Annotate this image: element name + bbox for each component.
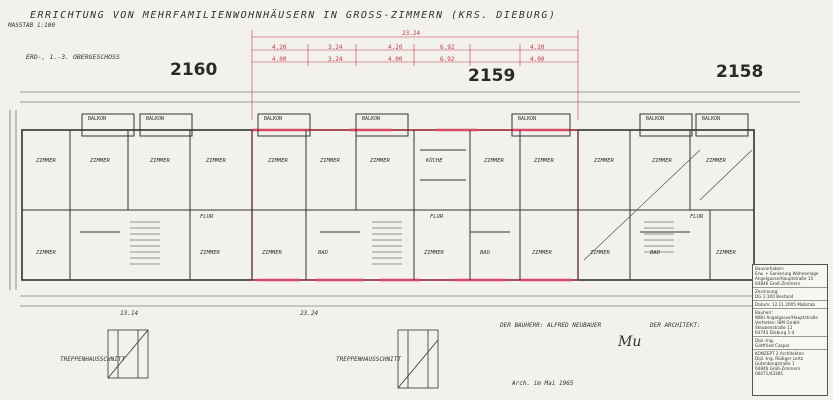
room-label: ZIMMER [36,158,56,164]
stamp-line: Dipl.-Ing. Rüdiger Lortz [755,356,804,361]
stamp-line: 64846 Groß-Zimmern [755,281,801,286]
room-label: ZIMMER [716,250,736,256]
stamp-line: 64846 Groß-Zimmern [755,366,801,371]
stair-section-caption-left: TREPPENHAUSSCHNITT [60,356,126,363]
stamp-line: DG 1:100 Bestand [755,294,794,299]
room-label: ZIMMER [268,158,288,164]
house-number-2160: 2160 [170,60,218,80]
dimension-seg-2: 3.24 [328,44,343,51]
balcony-label: BALKON [264,116,283,122]
dimension-seg-3: 4.20 [388,44,403,51]
balcony-label: BALKON [518,116,537,122]
stamp-line: 64743 Dieburg 1-4 [755,330,795,335]
room-label: BAD [650,250,660,256]
room-label: ZIMMER [320,158,340,164]
dimension-inner-1: 4.00 [272,56,287,63]
room-label: ZIMMER [150,158,170,164]
stamp-line: Bauherr: [755,310,774,315]
stamp-line: Steubenstraße 11 [755,325,793,330]
room-label: ZIMMER [534,158,554,164]
signature: Mu [618,334,642,350]
room-label: ZIMMER [370,158,390,164]
balcony-label: BALKON [362,116,381,122]
stamp-line: Zeichnung: [755,289,779,294]
room-label: FLUR [690,214,704,220]
balcony-label: BALKON [702,116,721,122]
room-label: BAD [318,250,328,256]
drawing-title: ERRICHTUNG VON MEHRFAMILIENWOHNHÄUSERN I… [30,10,557,21]
room-label: ZIMMER [262,250,282,256]
room-label: ZIMMER [484,158,504,164]
room-label: FLUR [200,214,214,220]
dimension-inner-2: 3.24 [328,56,343,63]
architect-note: DER ARCHITEKT: [650,322,701,329]
balcony-label: BALKON [146,116,165,122]
room-label: ZIMMER [706,158,726,164]
dimension-inner-5: 4.00 [530,56,545,63]
room-label: ZIMMER [590,250,610,256]
stamp-line: 06071/43385 [755,371,784,376]
room-label: KÜCHE [426,158,443,164]
title-block-stamp: Bauvorhaben: Erw. + Sanierung Wohnanlage… [752,264,828,396]
dimension-seg-4: 6.92 [440,44,455,51]
stair-section-caption-right: TREPPENHAUSSCHNITT [336,356,402,363]
room-label: ZIMMER [200,250,220,256]
room-label: ZIMMER [424,250,444,256]
stamp-line: Vertreten: IBM GmbH [755,320,800,325]
room-label: ZIMMER [532,250,552,256]
bottom-dimension-left: 13.14 [120,310,139,317]
room-label: BAD [480,250,490,256]
stamp-line: Gutenbergstraße 1 [755,361,795,366]
stamp-line: Angelgasse/Hauptstraße 15 [755,276,814,281]
stamp-line: Bauvorhaben: [755,266,785,271]
balcony-label: BALKON [646,116,665,122]
stamp-line: Dipl.-Ing. [755,338,774,343]
stamp-line: Erw. + Sanierung Wohnanlage [755,271,819,276]
floor-label: ERD-, 1.-3. OBERGESCHOSS [26,53,120,61]
dimension-total: 23.24 [402,30,421,37]
room-label: ZIMMER [36,250,56,256]
stamp-line: Datum: 12.11.2005 Maßstab [755,302,816,307]
room-label: ZIMMER [652,158,672,164]
room-label: FLUR [430,214,444,220]
room-label: ZIMMER [594,158,614,164]
balcony-label: BALKON [88,116,107,122]
stamp-line: Gottfried Caspar [755,343,790,348]
house-number-2158: 2158 [716,62,764,82]
bottom-dimension: 23.24 [300,310,319,317]
scale-label: MASSTAB 1:100 [8,22,55,29]
room-label: ZIMMER [90,158,110,164]
dimension-seg-1: 4.20 [272,44,287,51]
owner-note: DER BAUHERR: ALFRED NEUBAUER [500,322,602,329]
dimension-seg-5: 4.20 [530,44,545,51]
dimension-inner-3: 4.00 [388,56,403,63]
dimension-inner-4: 6.92 [440,56,455,63]
room-label: ZIMMER [206,158,226,164]
house-number-2159: 2159 [468,66,516,86]
stamp-line: WBU Angelgasse/Hauptstraße [755,315,818,320]
stamp-line: KONZEPT 2 Architekten [755,351,804,356]
place-date: Arch. im Mai 1965 [512,380,574,387]
